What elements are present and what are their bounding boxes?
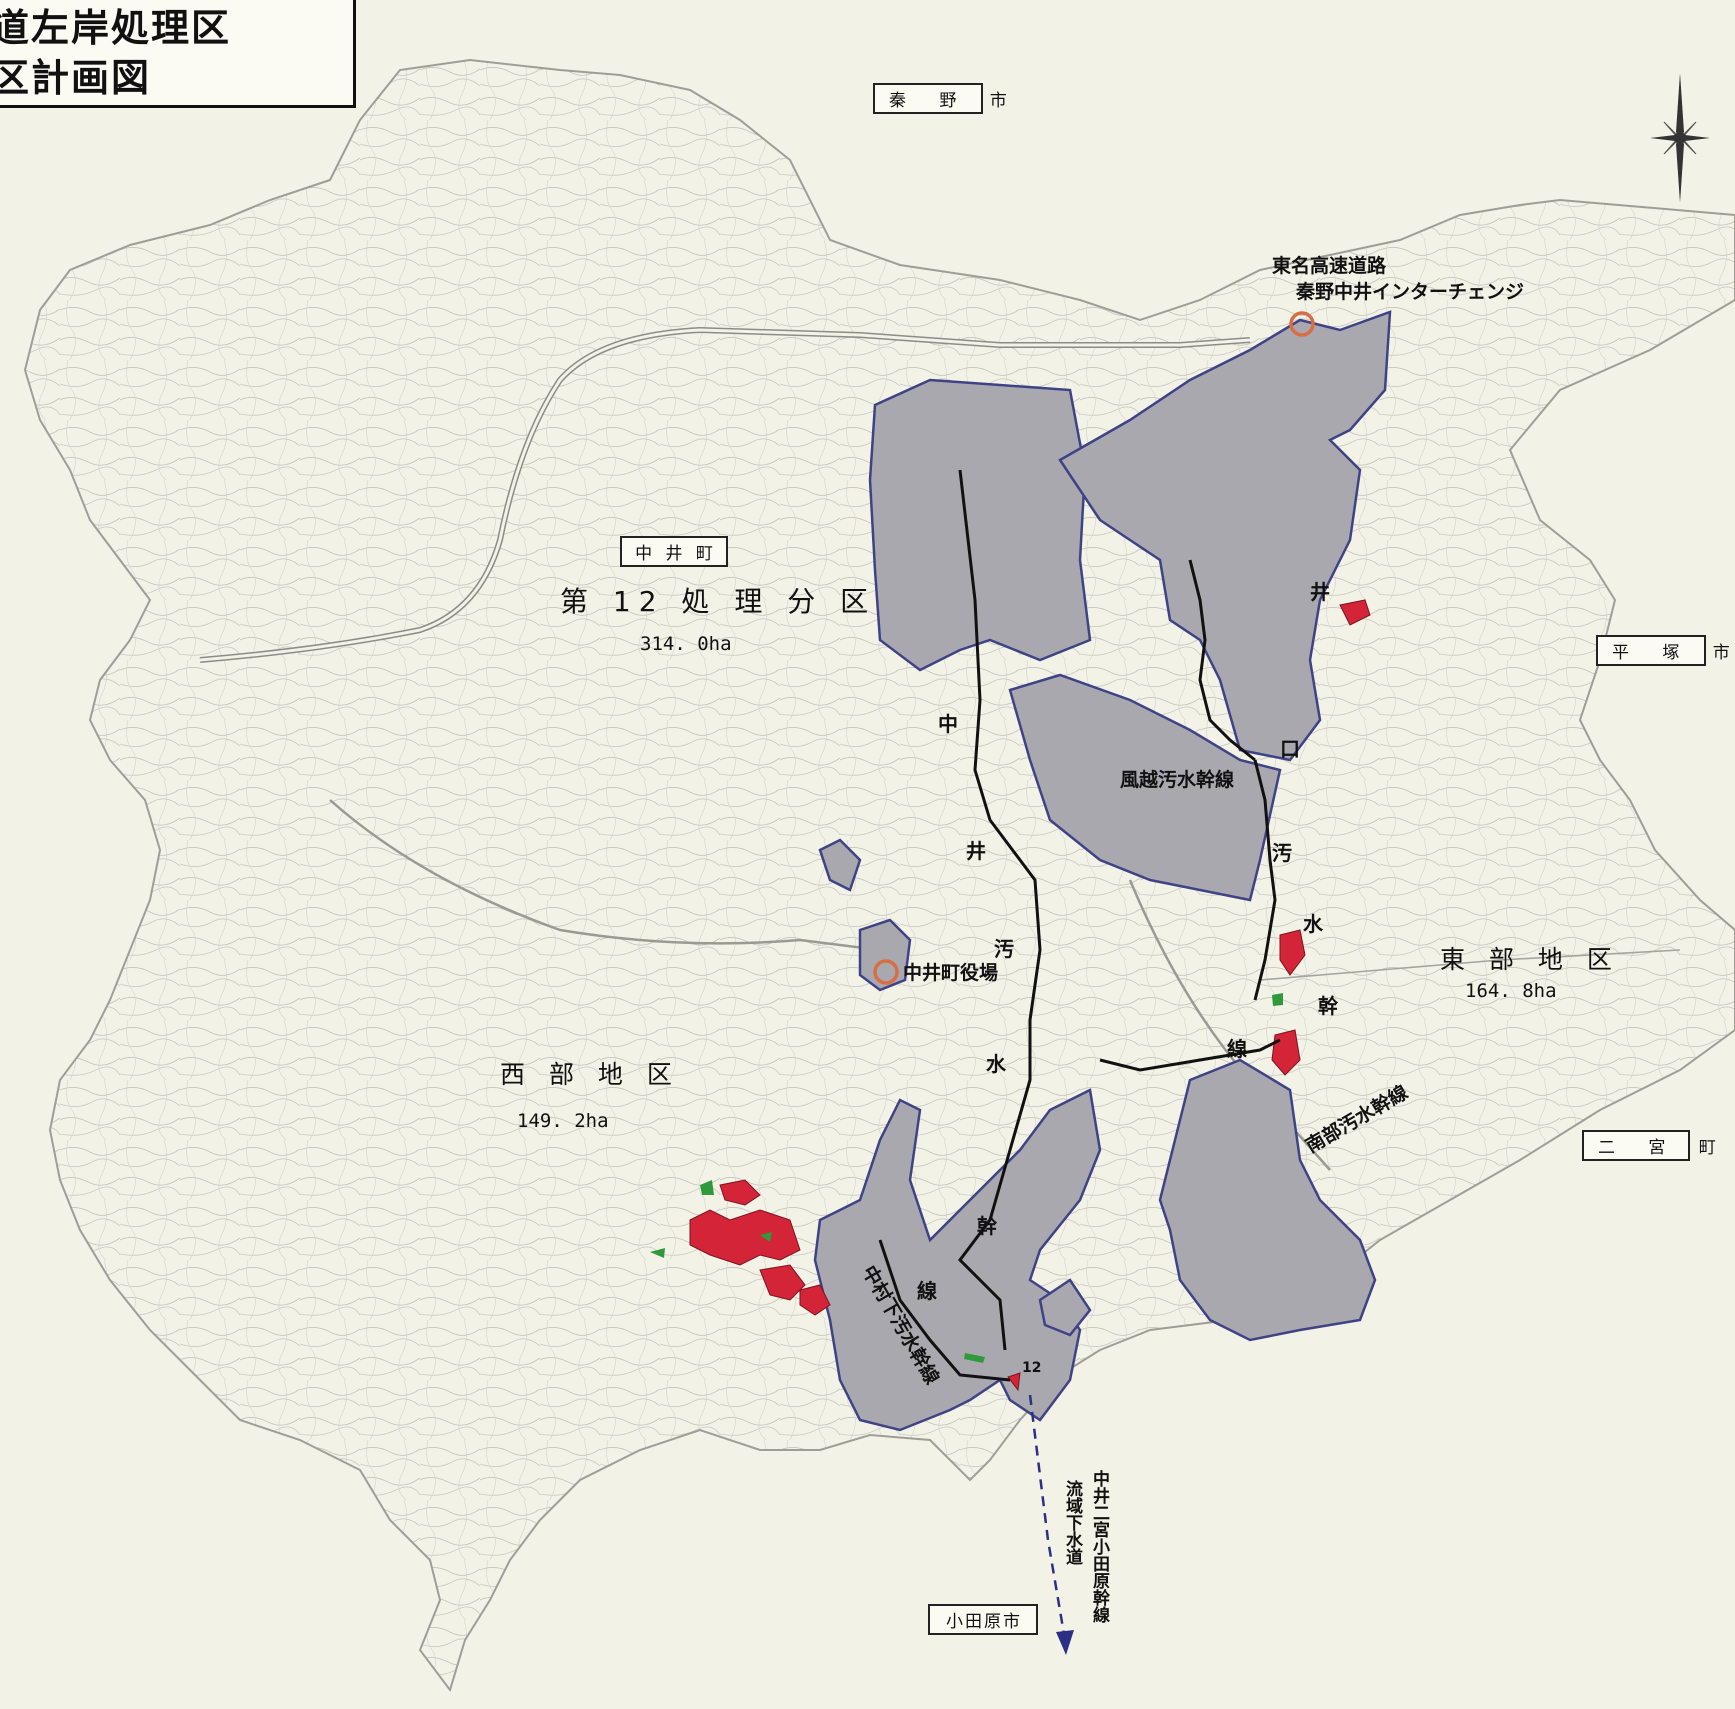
regional-trunk-label-1: 流域下水道 (1062, 1480, 1082, 1565)
neighbor-label-south: 小田原市 (928, 1604, 1038, 1635)
district-main-area: 314. 0ha (640, 633, 732, 655)
highway-label: 東名高速道路 (1272, 255, 1387, 277)
district-west-name: 西 部 地 区 (500, 1060, 680, 1089)
east-trunk-char: 井 (1310, 580, 1330, 604)
service-areas (813, 310, 1392, 1432)
regional-trunk-label-2: 中井二宮小田原幹線 (1089, 1470, 1109, 1623)
east-trunk-char: 水 (1303, 912, 1323, 936)
road (329, 799, 881, 952)
district-east-name: 東 部 地 区 (1440, 945, 1620, 974)
arrow-down-icon (1056, 1630, 1074, 1655)
trunk-sewer-lines (878, 469, 1281, 1382)
town-label: 中 井 町 (620, 536, 728, 567)
district-west-area: 149. 2ha (517, 1110, 609, 1132)
east-trunk-char: 線 (1227, 1037, 1247, 1061)
nakai-trunk-char: 水 (986, 1052, 1006, 1076)
town-hall-marker-icon (873, 959, 899, 985)
east-trunk-char: 口 (1280, 737, 1300, 761)
road (1259, 949, 1681, 981)
map-title-box: 道左岸処理区 区計画図 (0, 0, 356, 108)
nakai-trunk-char: 幹 (977, 1214, 997, 1238)
neighbor-label-east: 平 塚 市 (1596, 635, 1730, 666)
kazakoshi-trunk-label: 風越汚水幹線 (1120, 769, 1235, 791)
neighbor-label-southeast: 二 宮 町 (1582, 1130, 1716, 1161)
nakai-trunk-char: 中 (938, 712, 958, 736)
nakai-trunk-char: 線 (917, 1279, 937, 1303)
interchange-label: 秦野中井インターチェンジ (1296, 281, 1525, 303)
town-hall-label: 中井町役場 (903, 962, 999, 984)
neighbor-label-north: 秦 野 市 (873, 83, 1007, 114)
district-main-name: 第 12 処 理 分 区 (560, 585, 877, 618)
regional-trunk-line (1028, 1394, 1067, 1641)
nakai-trunk-char: 汚 (994, 937, 1014, 961)
planned-areas-red (689, 599, 1371, 1392)
interchange-marker-icon (1289, 311, 1315, 337)
town-territory (23, 58, 1735, 1693)
marker-12-label: 12 (1022, 1360, 1042, 1376)
east-trunk-char: 幹 (1318, 994, 1338, 1018)
east-trunk-char: 汚 (1272, 841, 1292, 865)
compass-rose-icon (1650, 73, 1710, 203)
map-title-line1: 道左岸処理区 (0, 5, 232, 50)
map-title-line2: 区計画図 (0, 55, 152, 100)
planned-areas-green (650, 993, 1283, 1363)
nakai-trunk-char: 井 (966, 839, 986, 863)
district-east-area: 164. 8ha (1465, 980, 1557, 1002)
